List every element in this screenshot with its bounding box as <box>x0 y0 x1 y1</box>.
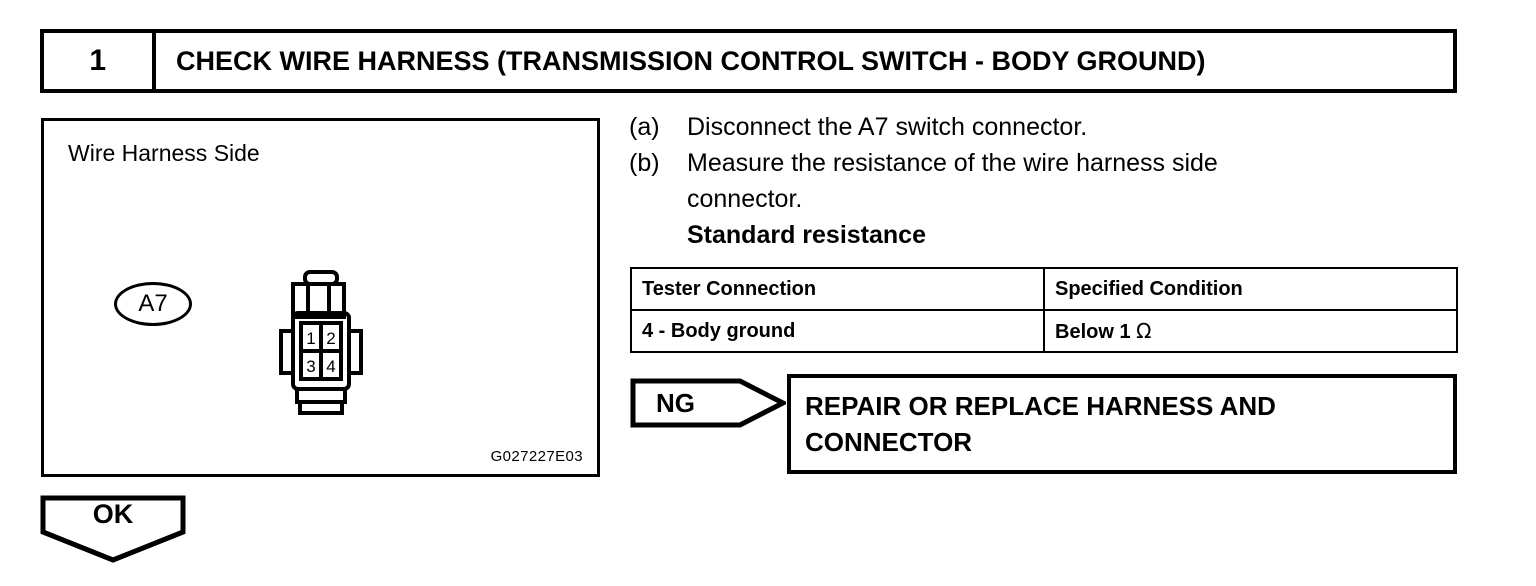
figure-caption: Wire Harness Side <box>68 140 260 166</box>
pin-number-4: 4 <box>326 357 335 376</box>
column-header-tester-connection: Tester Connection <box>630 267 1045 311</box>
ng-result-line-1: REPAIR OR REPLACE HARNESS AND <box>805 391 1276 421</box>
step-title: CHECK WIRE HARNESS (TRANSMISSION CONTROL… <box>176 45 1206 76</box>
ng-label: NG <box>656 387 695 418</box>
pin-number-2: 2 <box>326 329 335 348</box>
instruction-text: Disconnect the A7 switch connector. <box>687 113 1088 141</box>
ok-label: OK <box>92 499 134 529</box>
step-header-bar: 1 CHECK WIRE HARNESS (TRANSMISSION CONTR… <box>40 29 1457 93</box>
instruction-marker: (a) <box>629 113 660 141</box>
ng-result-box: REPAIR OR REPLACE HARNESS AND CONNECTOR <box>787 374 1457 474</box>
ohm-unit-symbol: Ω <box>1136 318 1152 343</box>
instruction-list: (a) Disconnect the A7 switch connector. … <box>629 110 1459 254</box>
step-number-cell: 1 <box>44 33 156 89</box>
connector-svg: 1 2 3 4 <box>279 270 363 415</box>
cell-specified-condition: Below 1 Ω <box>1043 309 1458 353</box>
ng-branch-arrow: NG <box>630 378 786 428</box>
figure-image-code: G027227E03 <box>490 448 583 465</box>
ok-branch-arrow: OK <box>40 495 186 563</box>
instruction-item: (b) Measure the resistance of the wire h… <box>629 146 1459 180</box>
instruction-continuation: connector. <box>687 185 803 213</box>
connector-id-oval: A7 <box>114 282 192 326</box>
step-number: 1 <box>89 44 107 77</box>
instruction-item: (a) Disconnect the A7 switch connector. <box>629 110 1459 144</box>
step-title-cell: CHECK WIRE HARNESS (TRANSMISSION CONTROL… <box>156 33 1453 89</box>
instruction-text: Measure the resistance of the wire harne… <box>687 149 1218 177</box>
standard-resistance-heading: Standard resistance <box>687 221 926 249</box>
ng-result-line-2: CONNECTOR <box>805 427 973 457</box>
cell-tester-connection: 4 - Body ground <box>630 309 1045 353</box>
table-header-row: Tester Connection Specified Condition <box>630 267 1458 311</box>
ok-arrow-shape <box>40 495 186 563</box>
table-row: 4 - Body ground Below 1 Ω <box>630 309 1458 353</box>
figure-panel: Wire Harness Side A7 <box>41 118 600 477</box>
column-header-specified-condition: Specified Condition <box>1043 267 1458 311</box>
pin-number-1: 1 <box>306 329 315 348</box>
pin-number-3: 3 <box>306 357 315 376</box>
instruction-marker: (b) <box>629 149 660 177</box>
connector-id-label: A7 <box>138 290 168 317</box>
ng-arrow-shape <box>630 378 786 428</box>
specification-table: Tester Connection Specified Condition 4 … <box>630 267 1458 353</box>
condition-value: Below 1 <box>1055 320 1137 343</box>
connector-illustration: 1 2 3 4 <box>277 269 377 421</box>
